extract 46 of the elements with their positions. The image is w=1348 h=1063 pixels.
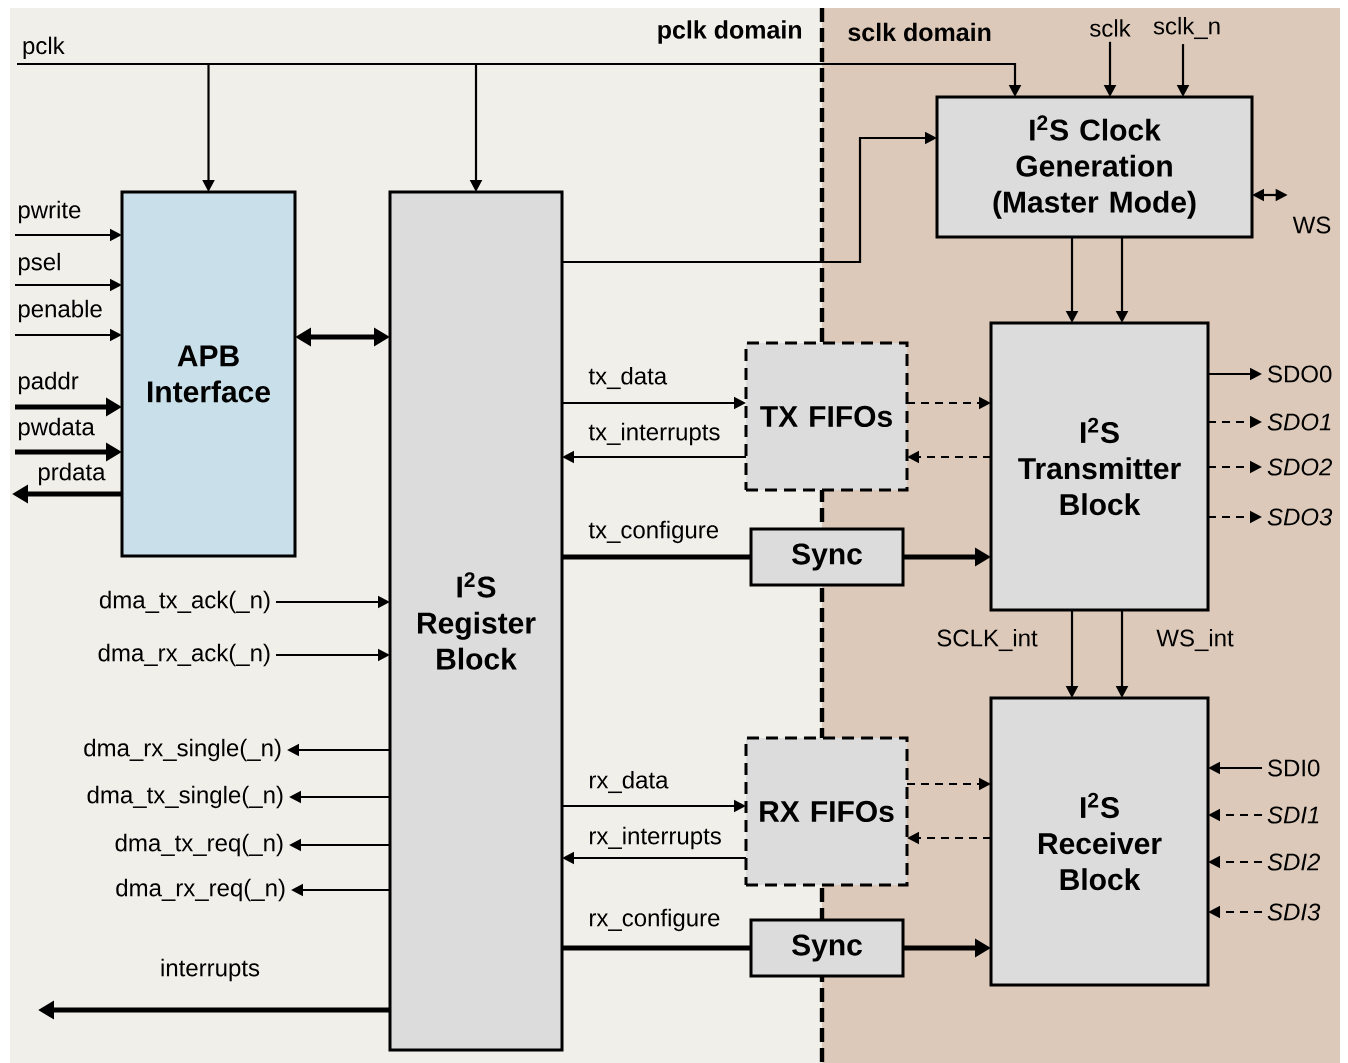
edge-label: pwdata bbox=[18, 417, 95, 441]
fifo-box: RX FIFOs bbox=[744, 736, 909, 887]
block-box: Sync bbox=[749, 527, 905, 587]
signal-label: dma_tx_ack(_n) bbox=[99, 590, 270, 614]
block-box: I$^{2}$S Clock Generation (Master Mode) bbox=[935, 95, 1254, 239]
block-box: I$^{2}$S Receiver Block bbox=[989, 696, 1210, 987]
edge-label: interrupts bbox=[161, 958, 260, 982]
signal-label: SDO0 bbox=[1268, 365, 1332, 383]
signal-label: WS bbox=[1292, 216, 1331, 234]
edge-label: penable bbox=[18, 299, 102, 323]
block-box: I$^{2}$S Register Block bbox=[388, 190, 564, 1052]
block-box: I$^{2}$S Transmitter Block bbox=[989, 321, 1210, 612]
signal-label: SDI3 bbox=[1267, 903, 1321, 921]
signal-line bbox=[562, 554, 751, 560]
edge-label: paddr bbox=[18, 371, 79, 395]
signal-label: sclk bbox=[1090, 19, 1131, 37]
edge-label: tx_configure bbox=[588, 520, 719, 544]
edge-label: tx_data bbox=[588, 366, 668, 390]
edge-label: rx_configure bbox=[590, 908, 720, 932]
signal-label: dma_rx_req(_n) bbox=[116, 878, 285, 902]
signal-label: SDI0 bbox=[1268, 759, 1320, 777]
block-box: Sync bbox=[749, 918, 905, 978]
edge-label: psel bbox=[18, 252, 60, 276]
signal-line bbox=[562, 945, 751, 951]
signal-label: pclk bbox=[23, 36, 65, 59]
edge-label: rx_data bbox=[590, 770, 669, 794]
domain-label: pclk domain bbox=[658, 20, 802, 44]
domain-label: sclk domain bbox=[848, 22, 991, 42]
signal-label: sclk_n bbox=[1153, 16, 1220, 40]
signal-label: dma_rx_single(_n) bbox=[84, 738, 281, 762]
edge-label: rx_interrupts bbox=[590, 826, 721, 850]
edge-label: tx_interrupts bbox=[588, 422, 720, 446]
signal-label: SDO2 bbox=[1267, 458, 1332, 476]
fifo-box: TX FIFOs bbox=[744, 341, 909, 492]
signal-label: SDI2 bbox=[1267, 853, 1320, 871]
edge-label: WS_int bbox=[1156, 628, 1234, 652]
block-box: APB Interface bbox=[120, 190, 297, 558]
edge-label: pwrite bbox=[18, 200, 81, 224]
signal-label: SDI1 bbox=[1267, 806, 1319, 824]
signal-label: SDO3 bbox=[1267, 508, 1333, 526]
signal-label: dma_tx_single(_n) bbox=[87, 785, 283, 809]
signal-label: dma_tx_req(_n) bbox=[115, 833, 283, 857]
signal-label: dma_rx_ack(_n) bbox=[98, 643, 270, 667]
signal-label: SDO1 bbox=[1267, 413, 1331, 431]
edge-label: prdata bbox=[38, 462, 106, 486]
edge-label: SCLK_int bbox=[937, 628, 1038, 652]
